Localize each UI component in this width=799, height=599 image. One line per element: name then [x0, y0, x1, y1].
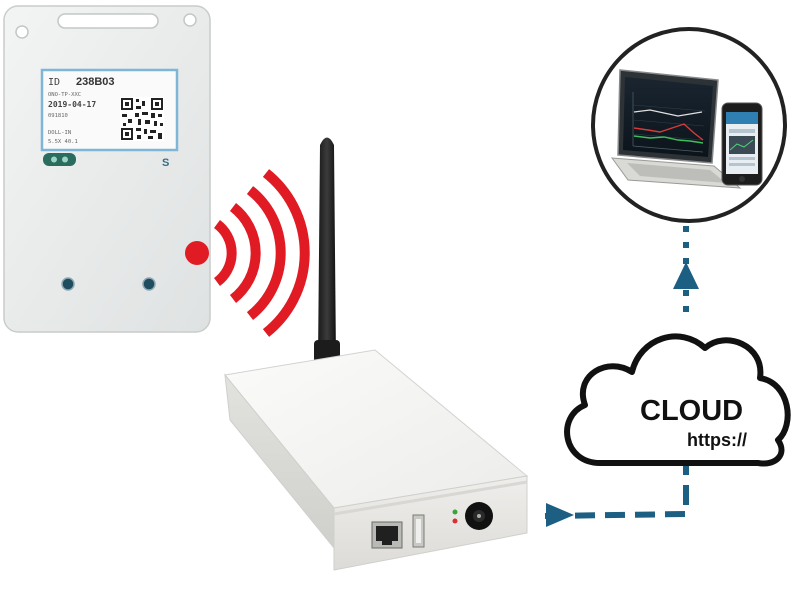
- arrow-head-up: [673, 262, 699, 289]
- sensor-battery-indicator: [43, 153, 76, 166]
- sensor-screw-hole-right: [183, 13, 197, 27]
- status-led-red: [452, 518, 458, 524]
- sensor-id-value: 238B03: [76, 76, 115, 88]
- qr-code-icon: [120, 97, 164, 141]
- sensor-screw-hole-left: [15, 25, 29, 39]
- sensor-logo: S: [162, 157, 169, 169]
- gateway-to-cloud-arrow: [544, 463, 689, 519]
- sensor-model: ONO-TP-XXC: [48, 92, 81, 98]
- status-led-green: [452, 509, 458, 515]
- sensor-probe-port-left: [61, 277, 75, 291]
- cloud-icon: CLOUD https://: [564, 333, 791, 467]
- arrow-head-right: [546, 503, 574, 527]
- laptop-icon: [610, 69, 742, 189]
- wireless-sensor: ID 238B03 ONO-TP-XXC 2019-04-17 091810 D…: [3, 5, 211, 333]
- laptop-chart: [632, 92, 706, 153]
- sensor-serial: 091810: [48, 113, 68, 119]
- power-jack-icon: [465, 502, 493, 530]
- gateway-antenna: [318, 137, 336, 360]
- sensor-date: 2019-04-17: [48, 100, 96, 109]
- data-flow-arrows: [544, 226, 699, 527]
- cloud-protocol: https://: [687, 430, 747, 450]
- sensor-body: [3, 5, 211, 333]
- ethernet-port-icon: [371, 521, 403, 549]
- sensor-spec-2: 5.5X 40.1: [48, 139, 78, 145]
- gateway-device: [224, 137, 529, 571]
- smartphone-icon: [721, 102, 763, 186]
- sensor-id-label: ID: [48, 77, 60, 88]
- sensor-label: ID 238B03 ONO-TP-XXC 2019-04-17 091810 D…: [40, 68, 179, 152]
- sensor-spec-1: DOLL-IN: [48, 130, 71, 136]
- cloud-label: CLOUD: [640, 395, 743, 427]
- sensor-probe-port-right: [142, 277, 156, 291]
- wireless-signal-icon: [185, 169, 310, 337]
- sensor-mount-slot: [57, 13, 159, 29]
- client-devices: [591, 27, 787, 223]
